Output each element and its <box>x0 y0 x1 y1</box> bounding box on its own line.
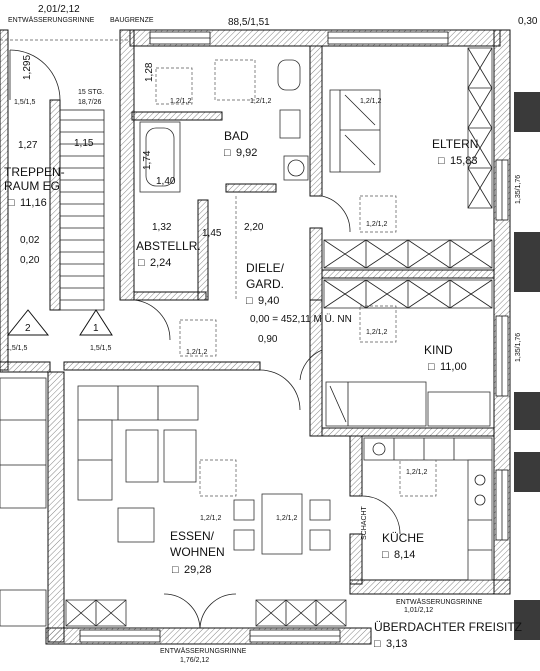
freisitz-area: 3,13 <box>386 638 407 650</box>
interior-walls <box>0 45 495 585</box>
bed-kind <box>325 381 491 427</box>
window-openings <box>79 31 509 643</box>
dim-132: 1,32 <box>152 222 172 233</box>
level-000: 0,00 = 452,11 M Ü. NN <box>250 313 352 325</box>
outer-walls <box>0 29 511 645</box>
dim-140: 1,40 <box>156 176 176 187</box>
essen-name-1: ESSEN/ <box>170 529 215 543</box>
abstellr-name: ABSTELLR. <box>136 239 201 253</box>
level-020: 0,20 <box>20 255 40 266</box>
dim-1295: 1,295 <box>22 55 33 80</box>
diele-area: 9,40 <box>258 295 279 307</box>
sideboard <box>65 599 347 627</box>
bathroom-fixtures <box>139 59 309 193</box>
bad-name: BAD <box>224 129 249 143</box>
abstellr-bullet: □ <box>138 257 145 269</box>
sofa-left <box>0 377 47 627</box>
window-eltern-a: 1,2/1,2 <box>360 98 382 105</box>
freisitz-name: ÜBERDACHTER FREISITZ <box>374 620 522 634</box>
stg-ratio: 18,7/26 <box>78 99 101 106</box>
kueche-area: 8,14 <box>394 549 415 561</box>
stair-arrow-1 <box>79 309 113 336</box>
stair-arrow-2-label: 2 <box>25 323 31 334</box>
freisitz-bullet: □ <box>374 638 381 650</box>
stair-arrow-1-label: 1 <box>93 323 99 334</box>
eltern-name: ELTERN <box>432 137 478 151</box>
bottom-rinne: ENTWÄSSERUNGSRINNE <box>160 647 247 655</box>
wardrobe-eltern-right <box>467 47 493 209</box>
window-diele: 1,2/1,2 <box>186 349 208 356</box>
window-eltern-b: 1,2/1,2 <box>366 221 388 228</box>
top-dim-left: 2,01/2,12 <box>38 4 80 15</box>
stair-arrow-2 <box>6 309 50 336</box>
dim-15-15-b: 1,5/1,5 <box>6 345 28 352</box>
dim-174: 1,74 <box>142 150 153 170</box>
dim-115: 1,15 <box>74 138 94 149</box>
dining-table <box>233 493 331 555</box>
essen-bullet: □ <box>172 564 179 576</box>
window-bad-b: 1,2/1,2 <box>250 98 272 105</box>
wardrobe-eltern-bottom <box>323 239 493 269</box>
bottom-dim: 1,76/2,12 <box>180 657 209 664</box>
diele-bullet: □ <box>246 295 253 307</box>
baugrenze: BAUGRENZE <box>110 17 154 24</box>
diele-name-1: DIELE/ <box>246 261 285 275</box>
treppenraum-bullet: □ <box>8 197 15 209</box>
dim-220: 2,20 <box>244 222 264 233</box>
kueche-dim: 1,01/2,12 <box>404 607 433 614</box>
bad-area: 9,92 <box>236 147 257 159</box>
dashed-markers <box>0 39 437 497</box>
stg-count: 15 STG. <box>78 89 104 96</box>
window-kind: 1,2/1,2 <box>366 329 388 336</box>
essen-name-2: WOHNEN <box>170 545 225 559</box>
doors <box>9 49 401 629</box>
sofa-corner <box>77 385 199 501</box>
dim-15-15-c: 1,5/1,5 <box>90 345 112 352</box>
eltern-bullet: □ <box>438 155 445 167</box>
staircase <box>59 109 105 311</box>
essen-area: 29,28 <box>184 564 212 576</box>
kueche-rinne: ENTWÄSSERUNGSRINNE <box>396 598 483 606</box>
treppenraum-name-1: TREPPEN- <box>4 165 65 179</box>
diele-name-2: GARD. <box>246 277 284 291</box>
coffee-table <box>125 429 197 483</box>
bed-eltern <box>329 89 381 173</box>
kueche-name: KÜCHE <box>382 531 424 545</box>
treppenraum-name-2: RAUM EG <box>4 179 60 193</box>
dim-127: 1,27 <box>18 140 38 151</box>
level-090: 0,90 <box>258 334 278 345</box>
kind-area: 11,00 <box>440 361 467 373</box>
armchair <box>117 507 155 543</box>
bad-bullet: □ <box>224 147 231 159</box>
kind-bullet: □ <box>428 361 435 373</box>
window-kueche: 1,2/1,2 <box>406 469 428 476</box>
top-entwaesserung: ENTWÄSSERUNGSRINNE <box>8 16 95 24</box>
window-essen-b: 1,2/1,2 <box>276 515 298 522</box>
eltern-area: 15,83 <box>450 155 478 167</box>
dim-128: 1,28 <box>144 62 155 82</box>
window-bad-a: 1,2/1,2 <box>170 98 192 105</box>
kind-name: KIND <box>424 343 453 357</box>
schacht: SCHACHT <box>361 505 368 540</box>
abstellr-area: 2,24 <box>150 257 171 269</box>
treppenraum-area: 11,16 <box>20 197 47 209</box>
top-right-dim: 0,30 <box>518 16 538 27</box>
kitchen-counter <box>363 437 493 581</box>
kueche-bullet: □ <box>382 549 389 561</box>
wardrobe-kind <box>323 279 493 309</box>
right-dim-top: 1,35/1,76 <box>515 175 522 204</box>
right-dim-bottom: 1,35/1,76 <box>515 333 522 362</box>
level-002: 0,02 <box>20 235 40 246</box>
exterior-window-blocks <box>514 92 540 640</box>
top-dim-right: 88,5/1,51 <box>228 17 270 28</box>
window-essen-a: 1,2/1,2 <box>200 515 222 522</box>
dim-15-15-a: 1,5/1,5 <box>14 99 36 106</box>
dim-145: 1,45 <box>202 228 222 239</box>
